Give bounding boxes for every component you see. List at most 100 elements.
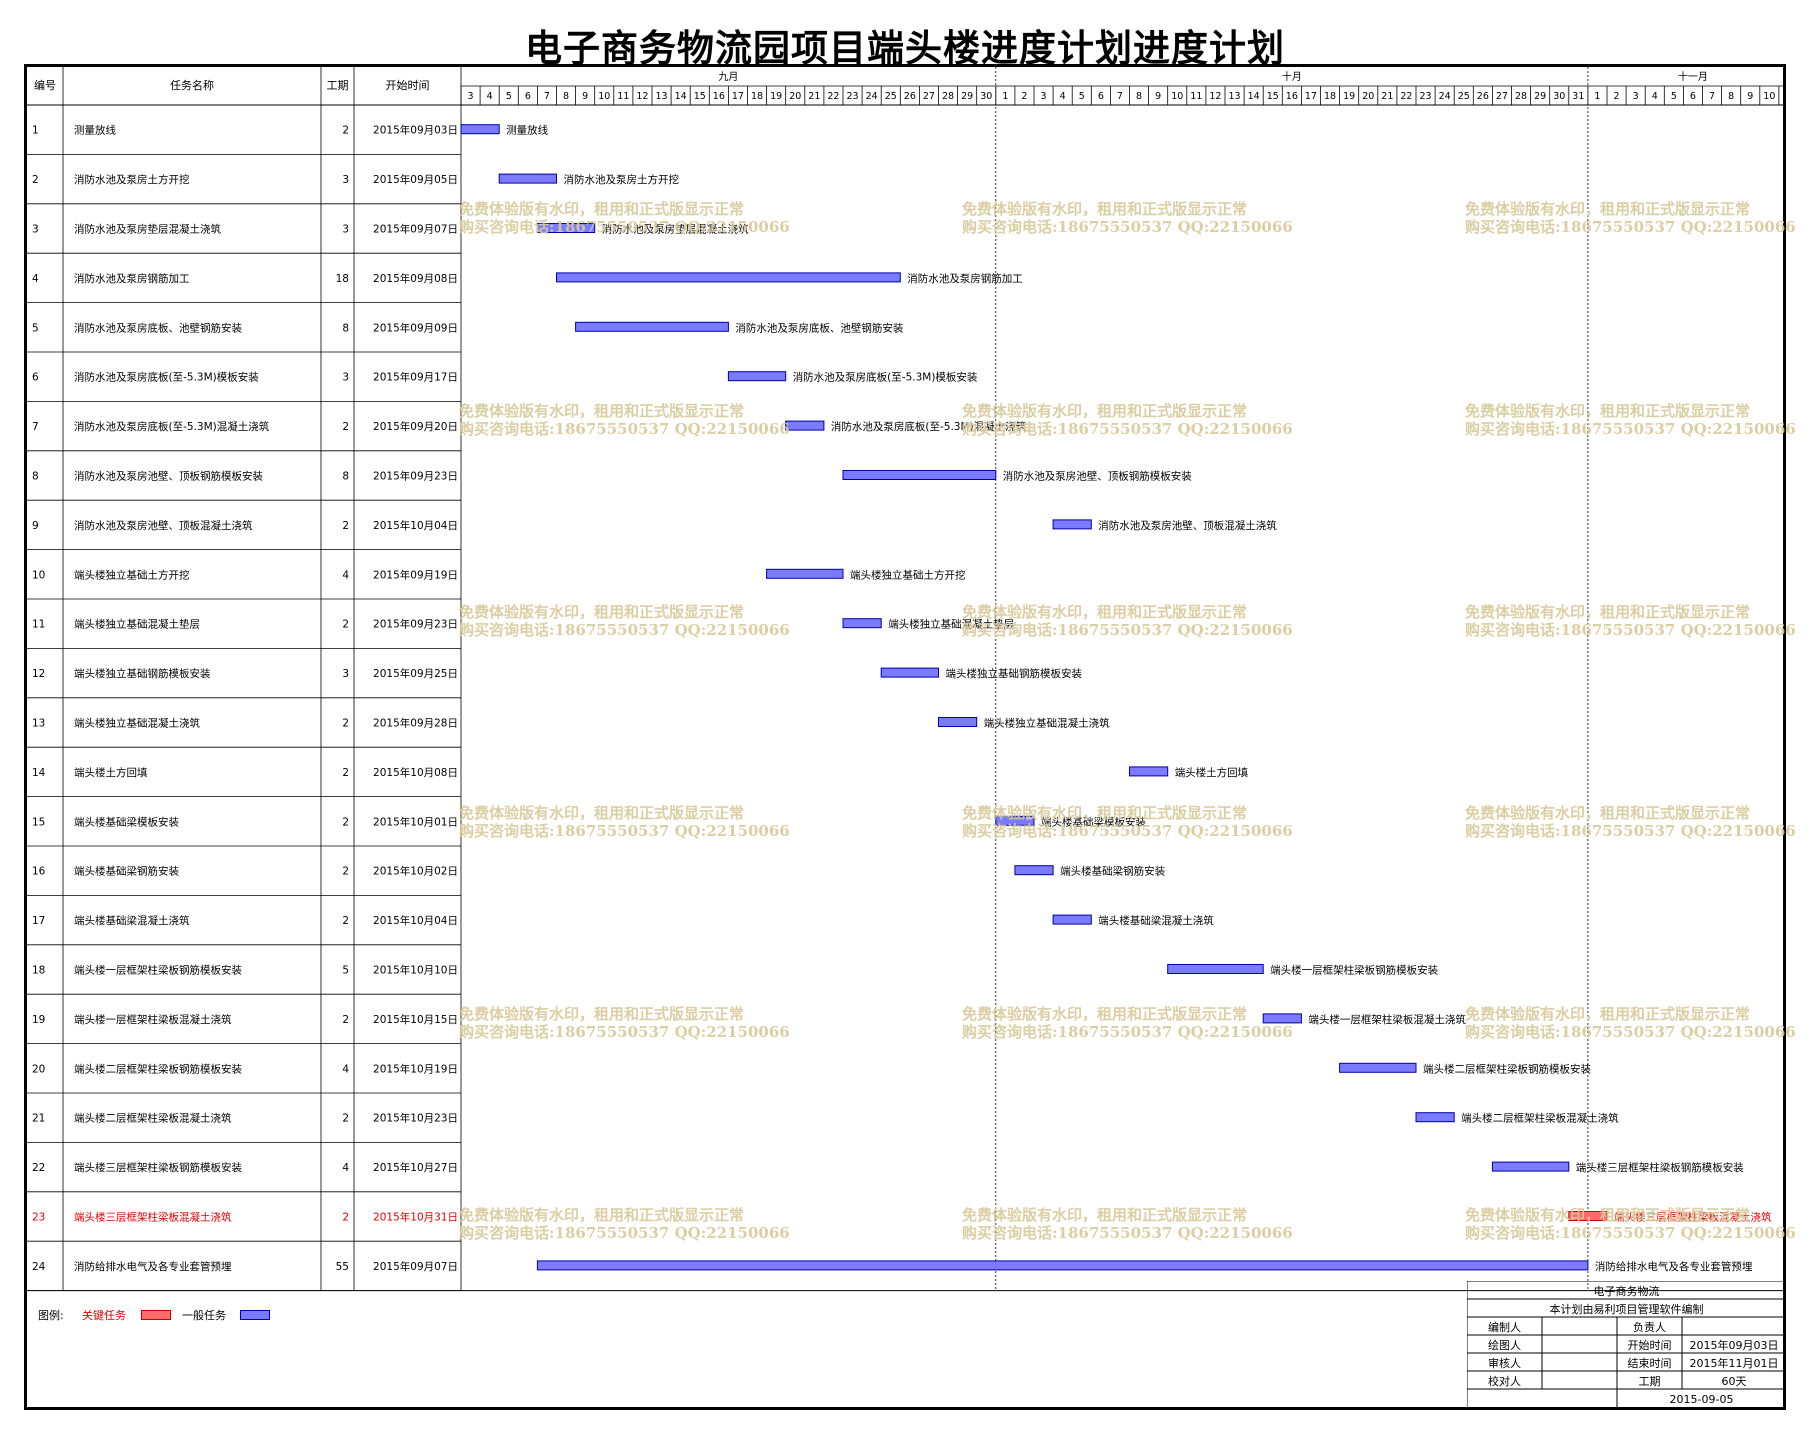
task-name: 消防水池及泵房底板(至-5.3M)模板安装 [74, 371, 259, 384]
task-bar [938, 717, 978, 727]
task-duration: 4 [342, 569, 349, 581]
day-label: 5 [1671, 91, 1677, 102]
task-start: 2015年09月08日 [373, 272, 458, 285]
day-label: 8 [563, 91, 569, 102]
day-label: 23 [1420, 91, 1432, 102]
task-duration: 2 [342, 866, 349, 878]
task-bar [460, 124, 500, 135]
task-bar-label: 消防给排水电气及各专业套管预埋 [1595, 1260, 1753, 1273]
month-label: 十月 [1282, 70, 1302, 83]
task-name: 端头楼基础梁混凝土浇筑 [74, 914, 190, 927]
task-start: 2015年10月10日 [373, 964, 458, 977]
day-label: 11 [617, 91, 629, 102]
day-label: 28 [942, 91, 954, 102]
task-duration: 2 [342, 816, 349, 828]
header-start: 开始时间 [386, 78, 430, 92]
day-label: 6 [525, 91, 531, 102]
task-id: 11 [32, 619, 45, 631]
day-label: 24 [1439, 91, 1451, 102]
day-label: 21 [1381, 91, 1393, 102]
month-label: 九月 [718, 71, 738, 83]
task-start: 2015年09月07日 [373, 223, 458, 236]
task-duration: 2 [342, 1113, 349, 1125]
day-label: 30 [980, 91, 992, 102]
task-bar [995, 815, 1035, 826]
task-bar-label: 端头楼独立基础土方开挖 [850, 568, 966, 581]
task-bar-label: 消防水池及泵房底板(至-5.3M)模板安装 [793, 371, 978, 384]
task-duration: 3 [342, 372, 349, 384]
day-label: 27 [923, 91, 935, 102]
day-label: 7 [1117, 91, 1123, 102]
task-bar [498, 173, 558, 184]
task-start: 2015年09月07日 [373, 1260, 458, 1273]
task-bar [1415, 1112, 1455, 1123]
task-start: 2015年09月17日 [373, 371, 458, 384]
task-name: 消防给排水电气及各专业套管预埋 [74, 1260, 232, 1273]
day-label: 10 [1171, 91, 1183, 102]
task-id: 5 [32, 322, 39, 334]
task-bar-label: 端头楼一层框架柱梁板混凝土浇筑 [1308, 1013, 1466, 1026]
task-name: 端头楼独立基础钢筋模板安装 [74, 667, 211, 680]
task-bar [1339, 1062, 1417, 1073]
task-name: 端头楼土方回填 [74, 766, 148, 779]
task-id: 24 [32, 1261, 46, 1273]
task-duration: 8 [342, 471, 349, 483]
task-bar [880, 667, 940, 678]
task-bar-label: 测量放线 [506, 124, 548, 137]
task-bar [766, 568, 844, 579]
day-label: 22 [1400, 91, 1412, 102]
task-name: 消防水池及泵房土方开挖 [74, 173, 190, 186]
task-bar [1491, 1161, 1570, 1172]
task-id: 14 [32, 767, 46, 779]
day-label: 3 [1633, 91, 1639, 102]
task-bar [536, 1260, 1589, 1271]
day-label: 16 [1286, 91, 1298, 102]
task-id: 15 [32, 816, 45, 828]
task-duration: 4 [342, 1162, 349, 1174]
task-duration: 5 [342, 965, 349, 977]
day-label: 2 [1021, 91, 1027, 102]
task-bar-label: 消防水池及泵房垫层混凝土浇筑 [602, 223, 749, 236]
header-duration: 工期 [327, 79, 349, 92]
footer-reviewer-label: 审核人 [1488, 1357, 1521, 1370]
task-duration: 2 [342, 767, 349, 779]
task-start: 2015年10月04日 [373, 914, 458, 927]
day-label: 6 [1690, 91, 1696, 102]
task-name: 端头楼独立基础混凝土浇筑 [74, 717, 200, 730]
task-start: 2015年10月02日 [373, 865, 458, 878]
day-label: 3 [468, 91, 474, 102]
day-label: 18 [751, 91, 763, 102]
footer-start-label: 开始时间 [1627, 1339, 1672, 1352]
task-bar [842, 470, 997, 480]
task-start: 2015年10月23日 [373, 1112, 458, 1125]
task-bar-label: 端头楼独立基础混凝土垫层 [888, 618, 1014, 631]
task-id: 8 [32, 471, 39, 483]
task-start: 2015年10月19日 [373, 1062, 458, 1075]
task-duration: 2 [342, 1014, 349, 1026]
task-name: 端头楼一层框架柱梁板钢筋模板安装 [74, 964, 242, 977]
day-label: 4 [487, 91, 493, 102]
footer-date-value: 2015-09-05 [1669, 1393, 1734, 1406]
task-id: 2 [32, 174, 39, 186]
task-duration: 3 [342, 668, 349, 680]
task-bar [727, 371, 787, 382]
task-start: 2015年09月25日 [373, 667, 458, 680]
day-label: 10 [598, 91, 610, 102]
task-id: 19 [32, 1014, 45, 1026]
task-bar-label: 消防水池及泵房池壁、顶板钢筋模板安装 [1003, 470, 1192, 483]
task-name: 端头楼一层框架柱梁板混凝土浇筑 [74, 1013, 232, 1026]
footer-start-value: 2015年09月03日 [1689, 1339, 1779, 1352]
footer-owner-label: 负责人 [1633, 1321, 1666, 1334]
footer-duration-value: 60天 [1721, 1375, 1747, 1388]
task-start: 2015年09月09日 [373, 321, 458, 334]
day-label: 26 [904, 91, 916, 102]
task-id: 22 [32, 1162, 45, 1174]
task-id: 9 [32, 520, 39, 532]
day-label: 1 [1002, 91, 1008, 102]
task-duration: 2 [342, 125, 349, 137]
task-bar [1014, 865, 1054, 876]
task-bar [1052, 914, 1092, 925]
task-start: 2015年10月15日 [373, 1013, 458, 1026]
